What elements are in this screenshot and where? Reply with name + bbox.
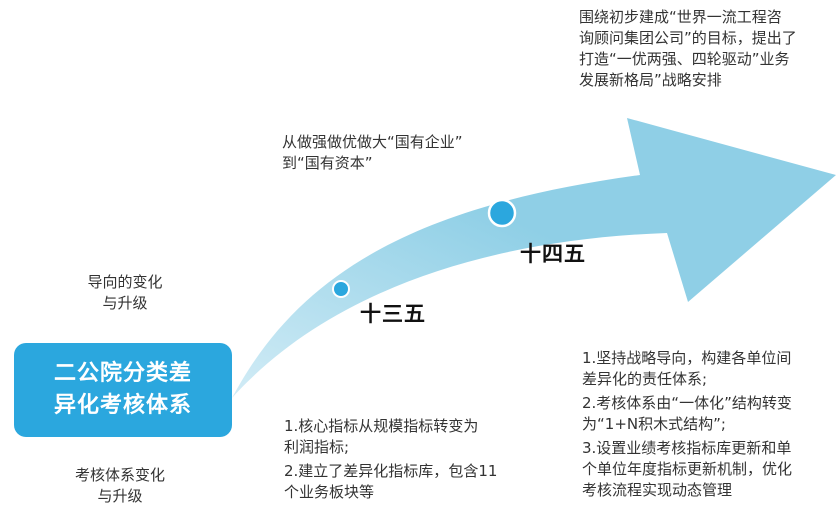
assessment-change-label: 考核体系变化 与升级 [74,466,165,505]
strategy-description: 围绕初步建成“世界一流工程咨 询顾问集团公司”的目标，提出了 打造“一优两强、四… [579,8,797,89]
box-title-line1: 二公院分类差 [53,361,192,386]
fourteenth-plan-list: 1.坚持战略导向，构建各单位间 差异化的责任体系; 2.考核体系由“一体化”结构… [582,348,838,504]
list-item: 1.核心指标从规模指标转变为 利润指标; [284,417,479,456]
stage-label-13th-five-year: 十三五 [360,302,426,326]
orientation-change-label: 导向的变化 与升级 [87,273,163,312]
state-capital-description: 从做强做优做大“国有企业” 到“国有资本” [282,133,463,172]
stage-dot-13 [332,280,350,298]
list-item: 3.设置业绩考核指标库更新和单 个单位年度指标更新机制，优化 考核流程实现动态管… [582,439,793,499]
stage-label-14th-five-year: 十四五 [520,242,586,266]
stage-dot-14 [487,198,517,228]
assessment-system-box: 二公院分类差 异化考核体系 [14,343,232,437]
list-item: 1.坚持战略导向，构建各单位间 差异化的责任体系; [582,349,792,388]
thirteenth-plan-list: 1.核心指标从规模指标转变为 利润指标; 2.建立了差异化指标库，包含11 个业… [284,416,534,506]
arrow-body [232,118,836,398]
list-item: 2.建立了差异化指标库，包含11 个业务板块等 [284,462,498,501]
box-title-line2: 异化考核体系 [53,393,192,418]
list-item: 2.考核体系由“一体化”结构转变 为“1+N积木式结构”; [582,394,792,433]
